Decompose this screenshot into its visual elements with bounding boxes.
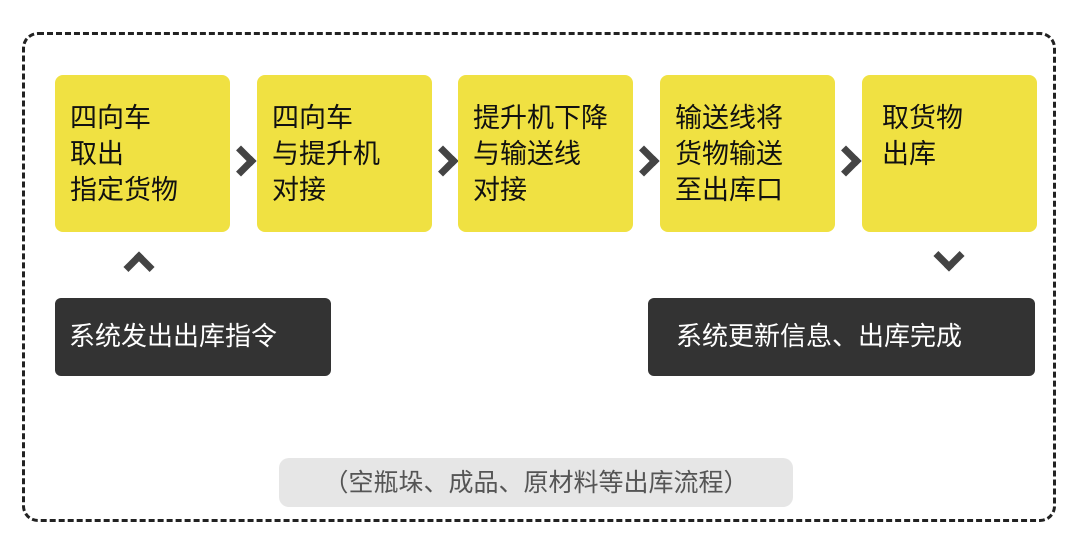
step-line: 四向车	[70, 103, 151, 134]
step-line: 取出	[70, 139, 124, 170]
step-line: 至出库口	[675, 175, 783, 206]
step-3: 提升机下降 与输送线 对接	[458, 75, 633, 232]
step-line: 与提升机	[272, 139, 380, 170]
step-line: 取货物	[882, 103, 963, 134]
step-line: 货物输送	[675, 139, 783, 170]
step-line: 出库	[882, 139, 936, 170]
process-frame	[22, 32, 1056, 522]
step-line: 对接	[473, 175, 527, 206]
step-line: 四向车	[272, 103, 353, 134]
step-5: 取货物 出库	[862, 75, 1037, 232]
step-line: 指定货物	[70, 175, 178, 206]
step-line: 提升机下降	[473, 103, 608, 134]
end-box: 系统更新信息、出库完成	[648, 298, 1035, 376]
start-box: 系统发出出库指令	[55, 298, 331, 376]
step-line: 与输送线	[473, 139, 581, 170]
step-1: 四向车 取出 指定货物	[55, 75, 230, 232]
step-line: 对接	[272, 175, 326, 206]
step-line: 输送线将	[675, 103, 783, 134]
step-2: 四向车 与提升机 对接	[257, 75, 432, 232]
step-4: 输送线将 货物输送 至出库口	[660, 75, 835, 232]
process-note: （空瓶垛、成品、原材料等出库流程）	[279, 458, 793, 507]
